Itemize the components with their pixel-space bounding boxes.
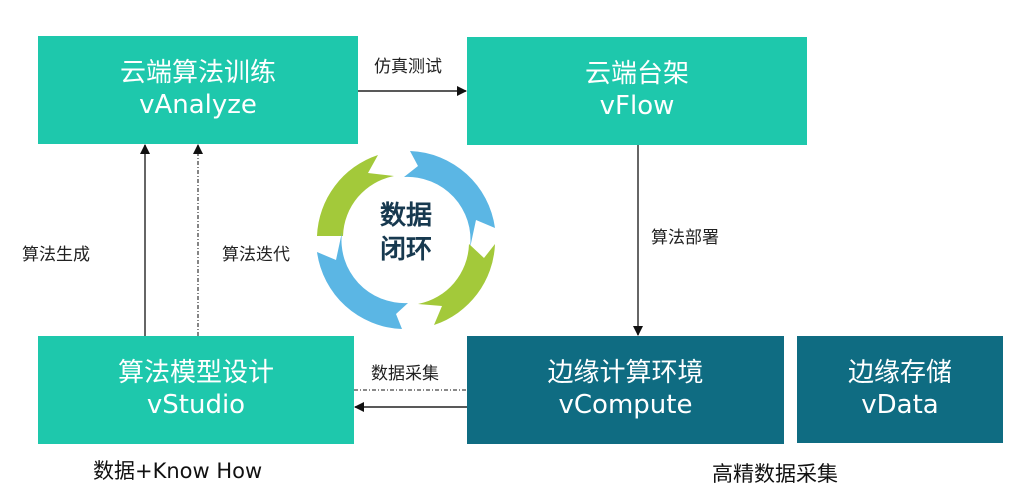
node-vanalyze[interactable]: 云端算法训练 vAnalyze bbox=[38, 36, 358, 144]
cycle-icon bbox=[317, 151, 495, 329]
label-algo-generate: 算法生成 bbox=[22, 245, 90, 265]
node-vanalyze-cn: 云端算法训练 bbox=[119, 58, 276, 89]
node-vcompute-en: vCompute bbox=[558, 390, 693, 420]
data-loop-label: 数据 闭环 bbox=[366, 200, 446, 268]
data-loop-line2: 闭环 bbox=[379, 234, 432, 265]
cycle-segment-blue-top bbox=[404, 151, 495, 248]
data-loop-line1: 数据 bbox=[379, 201, 432, 231]
node-vflow-cn: 云端台架 bbox=[584, 59, 689, 90]
node-vdata-cn: 边缘存储 bbox=[847, 357, 952, 388]
node-vdata[interactable]: 边缘存储 vData bbox=[797, 336, 1003, 443]
caption-studio: 数据+Know How bbox=[93, 459, 263, 483]
cycle-segment-blue-bottom bbox=[317, 232, 408, 329]
node-vstudio-cn: 算法模型设计 bbox=[117, 358, 274, 389]
node-vcompute[interactable]: 边缘计算环境 vCompute bbox=[467, 336, 784, 444]
label-algo-deploy: 算法部署 bbox=[651, 228, 719, 248]
cycle-segment-green-bottom bbox=[418, 244, 495, 325]
node-vdata-en: vData bbox=[861, 389, 939, 420]
label-sim-test: 仿真测试 bbox=[374, 57, 442, 77]
label-algo-iterate: 算法迭代 bbox=[222, 245, 290, 265]
node-vanalyze-en: vAnalyze bbox=[139, 90, 257, 120]
caption-edge: 高精数据采集 bbox=[712, 462, 838, 486]
node-vflow-en: vFlow bbox=[599, 91, 675, 121]
node-vstudio[interactable]: 算法模型设计 vStudio bbox=[38, 336, 354, 444]
label-data-collect: 数据采集 bbox=[371, 364, 439, 384]
node-vflow[interactable]: 云端台架 vFlow bbox=[467, 37, 807, 145]
cycle-segment-green-top bbox=[317, 155, 394, 236]
node-vcompute-cn: 边缘计算环境 bbox=[547, 358, 704, 389]
node-vstudio-en: vStudio bbox=[146, 390, 246, 420]
